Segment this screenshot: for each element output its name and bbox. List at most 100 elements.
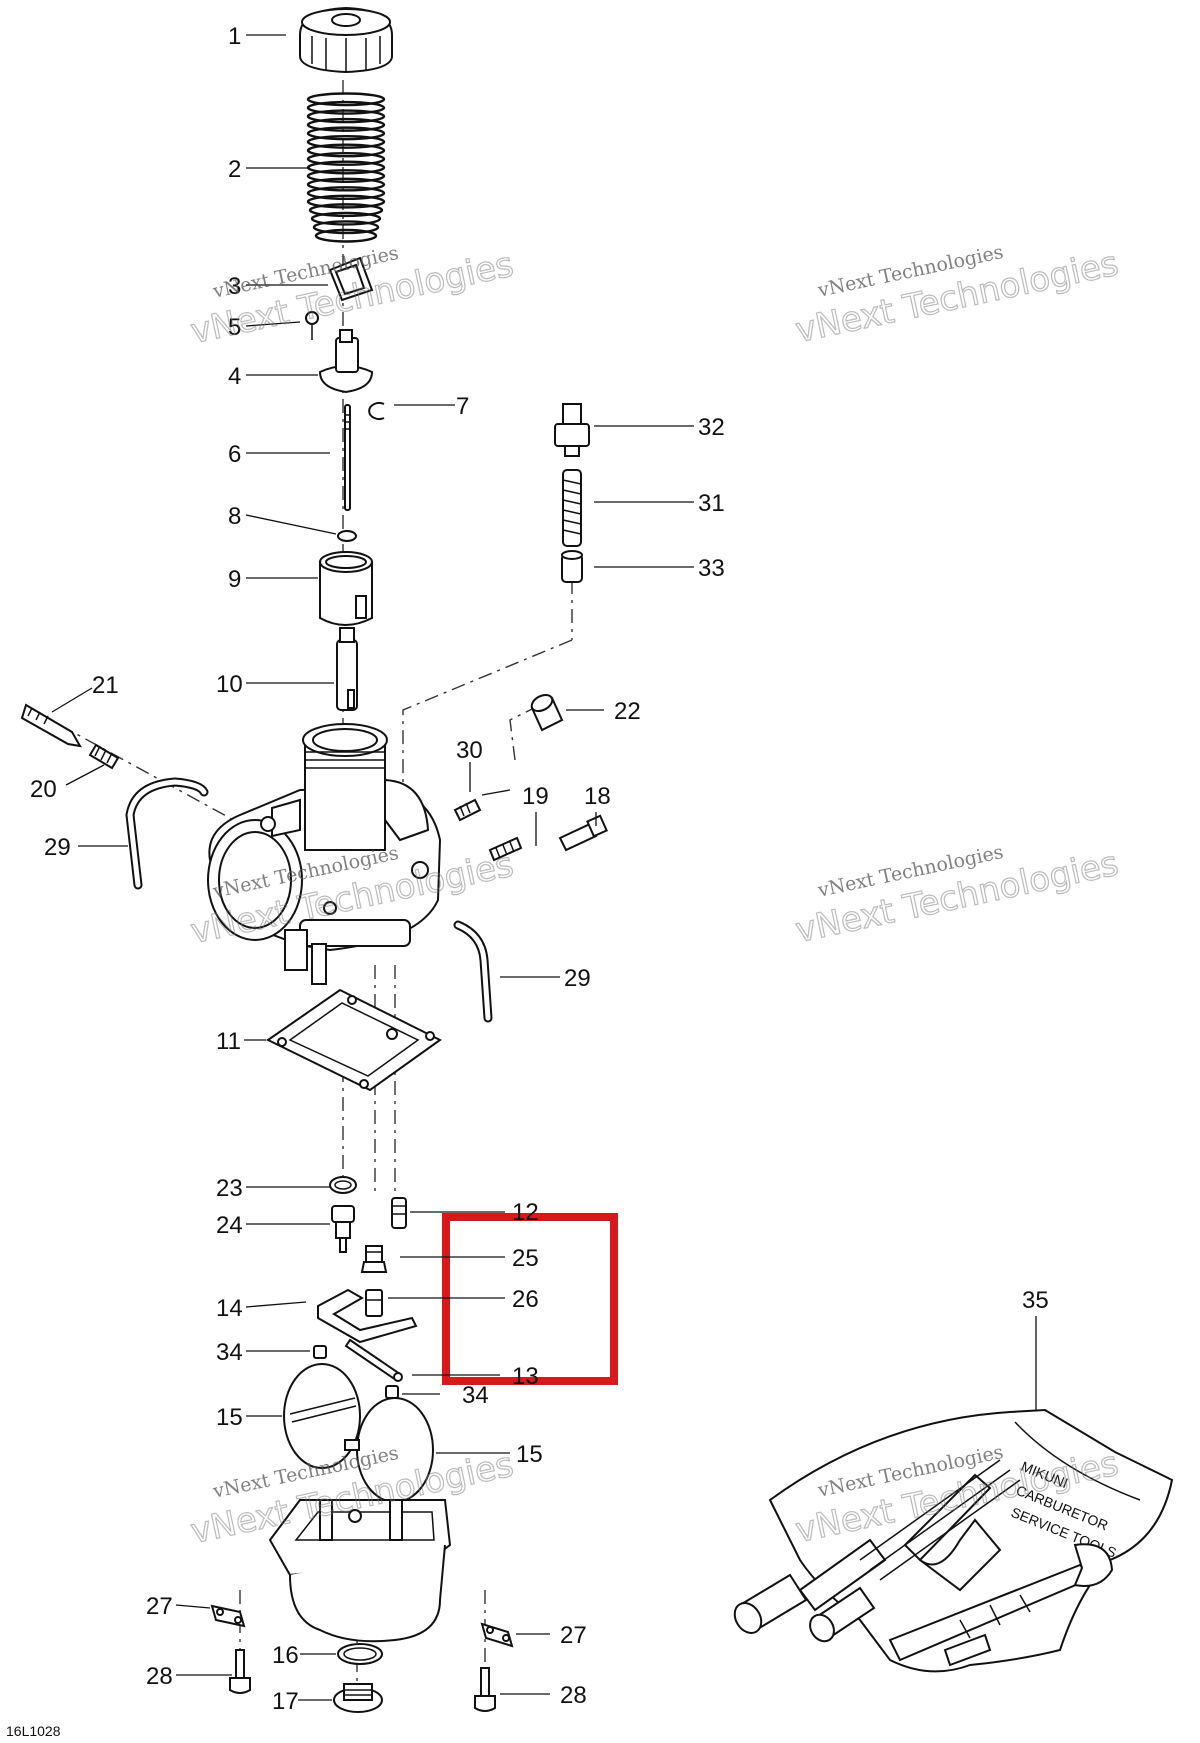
part-needle-jet — [336, 627, 358, 711]
spring-coil — [306, 169, 386, 183]
callout-10: 10 — [216, 671, 243, 698]
callout-14: 14 — [216, 1295, 243, 1322]
spring-coil — [306, 134, 386, 149]
callout-11: 11 — [216, 1028, 241, 1055]
spring-coil — [306, 194, 386, 209]
spring-coil — [310, 211, 382, 226]
callout-27-left: 27 — [146, 1593, 173, 1620]
part-needle-plate — [318, 329, 374, 394]
callout-30: 30 — [456, 737, 483, 764]
spring-coil — [306, 126, 386, 141]
part-throttle-valve — [319, 551, 373, 626]
part-adjuster-nut — [561, 550, 583, 583]
spring-coil — [306, 109, 386, 124]
callout-15-right: 15 — [516, 1441, 543, 1468]
highlight-box — [442, 1213, 618, 1385]
callout-7: 7 — [456, 393, 469, 420]
callout-13: 13 — [512, 1363, 539, 1390]
callout-20: 20 — [30, 776, 57, 803]
part-bracket-right — [480, 1622, 514, 1648]
part-float-left — [283, 1363, 361, 1469]
callout-8: 8 — [228, 503, 241, 530]
part-hose-right — [453, 920, 493, 1023]
spring-coil — [306, 100, 386, 115]
callout-22: 22 — [614, 698, 641, 725]
part-adjuster-spring — [562, 469, 582, 547]
spring-coil — [306, 186, 386, 201]
spring-coil — [306, 143, 386, 158]
callout-numbers: 1 2 3 5 4 7 6 8 9 10 32 31 33 21 22 20 3… — [30, 23, 1049, 1715]
part-bracket-left — [210, 1604, 246, 1628]
callout-31: 31 — [698, 490, 725, 517]
part-e-clip — [368, 402, 385, 420]
part-throttle-stop-screw — [558, 814, 608, 852]
callout-4: 4 — [228, 363, 241, 390]
spring-coil — [306, 177, 386, 192]
part-pilot-spring — [88, 743, 120, 770]
part-o-ring — [329, 1176, 357, 1194]
part-carburetor-body — [207, 723, 442, 985]
callout-35: 35 — [1022, 1287, 1049, 1314]
callout-33: 33 — [698, 555, 725, 582]
callout-19: 19 — [522, 783, 549, 810]
part-screw-right — [474, 1667, 496, 1712]
callout-5: 5 — [228, 314, 241, 341]
part-clip — [328, 256, 374, 302]
callout-16: 16 — [272, 1642, 299, 1669]
spring-coil — [306, 152, 386, 166]
part-screw-small — [305, 311, 319, 340]
callout-29-left: 29 — [44, 834, 71, 861]
callout-2: 2 — [228, 156, 241, 183]
callout-32: 32 — [698, 414, 725, 441]
part-plug — [530, 693, 564, 732]
callout-17: 17 — [272, 1688, 299, 1715]
spring-coil — [314, 228, 378, 243]
callout-21: 21 — [92, 672, 119, 699]
part-screw-left — [229, 1649, 251, 1694]
callout-12: 12 — [512, 1199, 539, 1226]
diagram-reference-code: 16L1028 — [6, 1723, 61, 1739]
leader-lines — [51, 34, 1037, 1701]
part-cap — [299, 6, 393, 74]
spring-coil — [306, 117, 386, 132]
part-valve-seat — [331, 1205, 355, 1253]
part-washer — [337, 530, 357, 542]
part-float-plug-1 — [313, 1345, 327, 1359]
callout-6: 6 — [228, 441, 241, 468]
callout-1: 1 — [228, 23, 241, 50]
watermark-top-right: vNext Technologies vNext Technologies — [792, 241, 1123, 352]
part-float-pin — [344, 1338, 403, 1382]
part-hose-left — [125, 777, 209, 890]
part-drain-plug — [333, 1683, 383, 1713]
part-spring — [306, 92, 386, 243]
spring-coil — [306, 92, 386, 107]
part-float-gasket — [266, 988, 442, 1092]
callout-3: 3 — [228, 273, 241, 300]
callout-27-right: 27 — [560, 1622, 587, 1649]
part-bowl-o-ring — [337, 1643, 383, 1665]
callout-23: 23 — [216, 1175, 243, 1202]
callout-15-left: 15 — [216, 1404, 243, 1431]
part-service-tool-kit: MIKUNI CARBURETOR SERVICE TOOLS — [733, 1408, 1174, 1673]
part-pilot-jet — [391, 1197, 407, 1229]
watermark-mid-right: vNext Technologies vNext Technologies — [792, 841, 1123, 952]
spring-coil — [308, 203, 384, 218]
part-float-arm — [317, 1288, 418, 1344]
callout-24: 24 — [216, 1212, 243, 1239]
callout-18: 18 — [584, 783, 611, 810]
part-air-screw — [453, 798, 482, 822]
callout-9: 9 — [228, 566, 241, 593]
part-pilot-screw — [20, 703, 82, 748]
callout-28-left: 28 — [146, 1663, 173, 1690]
callout-34-left: 34 — [216, 1339, 243, 1366]
part-air-screw-spring — [488, 836, 523, 862]
callout-26: 26 — [512, 1286, 539, 1313]
part-main-jet-holder — [360, 1245, 388, 1273]
part-cable-adjuster — [554, 403, 590, 457]
callout-25: 25 — [512, 1245, 539, 1272]
callout-34-right: 34 — [462, 1382, 489, 1409]
spring-coil — [312, 220, 380, 235]
part-main-jet — [365, 1289, 383, 1317]
part-float-plug-2 — [385, 1385, 399, 1399]
